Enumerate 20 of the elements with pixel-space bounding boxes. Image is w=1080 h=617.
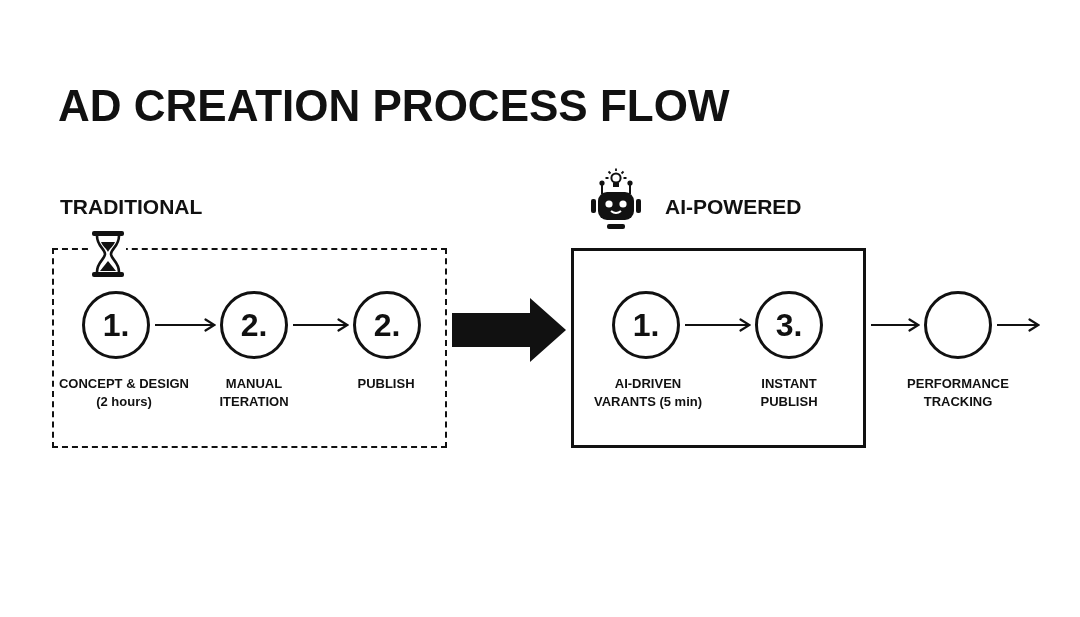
arrow [155,318,216,332]
arrow [997,318,1040,332]
step-number: 3. [775,309,803,341]
block-arrow [452,298,566,362]
step-number: 1. [632,309,660,341]
step-number: 2. [240,309,268,341]
step-caption: CONCEPT & DESIGN (2 hours) [58,375,190,411]
arrow [685,318,751,332]
group-heading: TRADITIONAL [60,196,203,217]
step-caption: PUBLISH [356,375,416,393]
step-number: 2. [373,309,401,341]
step-caption: PERFORMANCE TRACKING [906,375,1010,411]
step-number: 1. [102,309,130,341]
step-caption: INSTANT PUBLISH [759,375,819,411]
group-heading: AI-POWERED [665,196,802,217]
arrow [293,318,349,332]
arrow [871,318,920,332]
step-caption: AI-DRIVEN VARANTS (5 min) [592,375,704,411]
diagram-title: AD CREATION PROCESS FLOW [58,84,730,128]
step-caption: MANUAL ITERATION [218,375,290,411]
